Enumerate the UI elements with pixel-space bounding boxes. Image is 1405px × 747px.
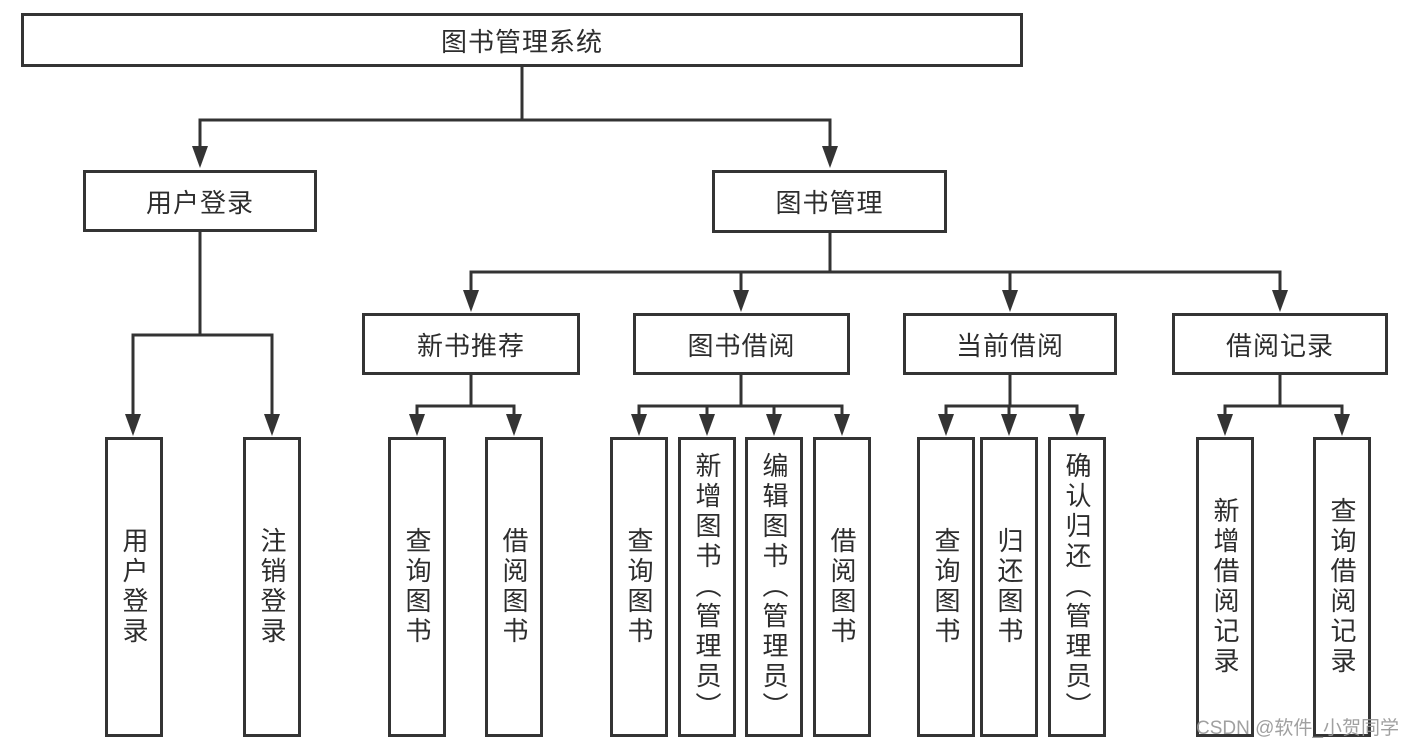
leaf-label: 归还图书 <box>994 527 1024 647</box>
connector-user-login-branch <box>125 232 280 436</box>
node-book-management: 图书管理 <box>712 170 947 233</box>
connector-borrowing-records-branch <box>1217 375 1350 436</box>
node-label: 图书借阅 <box>687 330 796 361</box>
node-borrowing-records: 借阅记录 <box>1172 313 1388 375</box>
leaf-label: 新增借阅记录 <box>1210 497 1240 677</box>
leaf-label: 用户登录 <box>119 527 149 647</box>
leaf-borrow-books-borrowing: 借阅图书 <box>813 437 871 737</box>
node-user-login: 用户登录 <box>83 170 317 232</box>
leaf-query-books-recommend: 查询图书 <box>388 437 446 737</box>
leaf-label: 注销登录 <box>257 527 287 647</box>
connector-new-book-branch <box>409 375 522 436</box>
leaf-query-books-borrowing: 查询图书 <box>610 437 668 737</box>
leaf-query-books-current: 查询图书 <box>917 437 975 737</box>
leaf-label: 新增图书（管理员） <box>692 452 722 722</box>
leaf-return-book: 归还图书 <box>980 437 1038 737</box>
node-label: 图书管理 <box>775 188 884 218</box>
node-current-borrowing: 当前借阅 <box>903 313 1117 375</box>
node-root-label: 图书管理系统 <box>440 26 603 57</box>
leaf-label: 借阅图书 <box>827 527 857 647</box>
leaf-add-book-admin: 新增图书（管理员） <box>678 437 736 737</box>
leaf-confirm-return-admin: 确认归还（管理员） <box>1048 437 1106 737</box>
leaf-label: 确认归还（管理员） <box>1062 452 1092 722</box>
node-label: 新书推荐 <box>416 330 525 361</box>
connector-book-borrowing-branch <box>631 375 850 436</box>
node-label: 当前借阅 <box>955 330 1064 361</box>
node-label: 用户登录 <box>145 187 254 218</box>
leaf-label: 查询借阅记录 <box>1327 497 1357 677</box>
leaf-add-borrow-record: 新增借阅记录 <box>1196 437 1254 737</box>
leaf-label: 借阅图书 <box>499 527 529 647</box>
leaf-borrow-books-recommend: 借阅图书 <box>485 437 543 737</box>
leaf-query-borrow-record: 查询借阅记录 <box>1313 437 1371 737</box>
csdn-watermark: CSDN @软件_小贺同学 <box>1196 718 1399 739</box>
node-book-borrowing: 图书借阅 <box>633 313 850 375</box>
leaf-label: 查询图书 <box>624 527 654 647</box>
connector-current-borrowing-branch <box>938 375 1085 436</box>
connector-book-management-branch <box>463 233 1288 312</box>
connector-root-to-level2 <box>192 66 838 168</box>
node-root: 图书管理系统 <box>21 13 1023 67</box>
leaf-label: 查询图书 <box>402 527 432 647</box>
leaf-label: 查询图书 <box>931 527 961 647</box>
node-label: 借阅记录 <box>1225 330 1334 361</box>
leaf-user-login: 用户登录 <box>105 437 163 737</box>
leaf-edit-book-admin: 编辑图书（管理员） <box>745 437 803 737</box>
node-new-book-recommend: 新书推荐 <box>362 313 580 375</box>
leaf-logout: 注销登录 <box>243 437 301 737</box>
leaf-label: 编辑图书（管理员） <box>759 452 789 722</box>
